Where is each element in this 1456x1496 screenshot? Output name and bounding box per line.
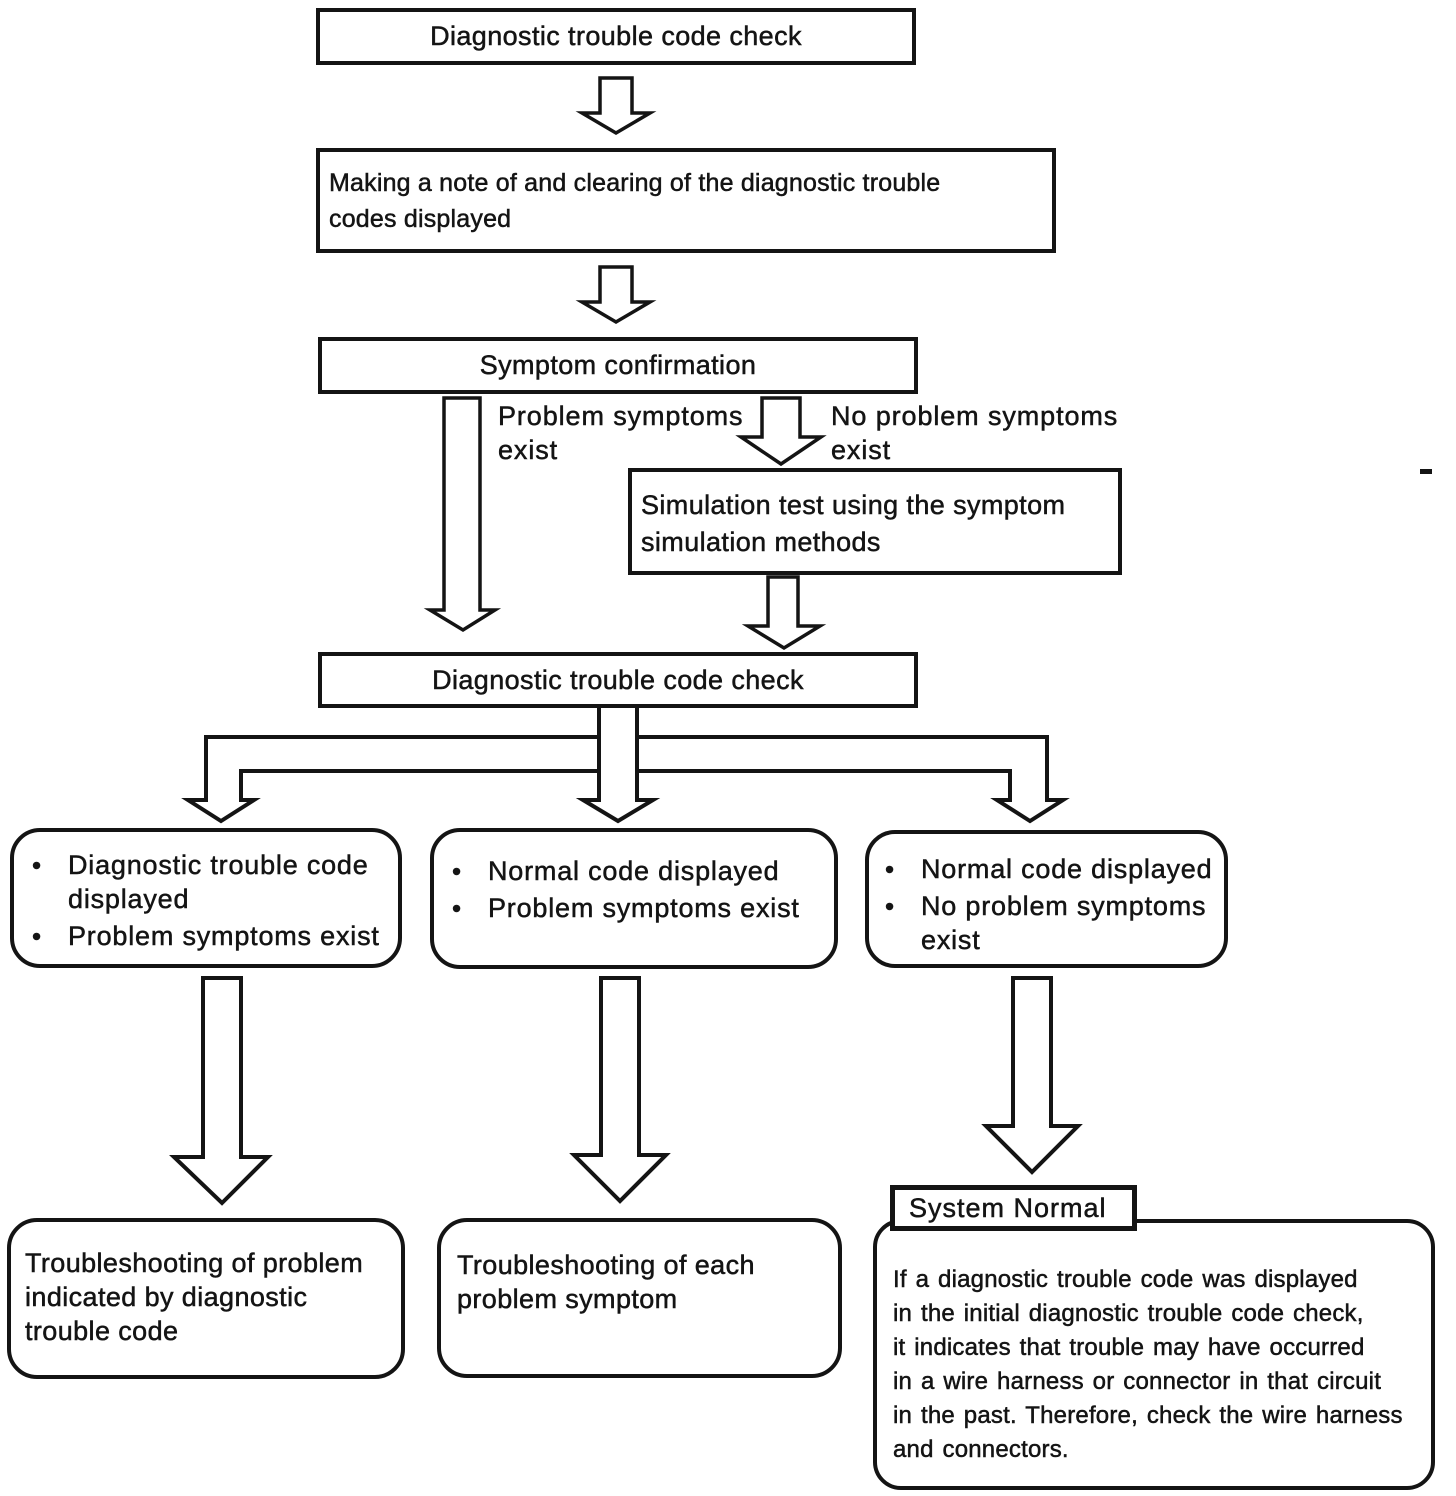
node-note-and-clear: Making a note of and clearing of the dia…	[316, 148, 1056, 253]
list-item: • Normal code displayed	[452, 854, 834, 888]
list-item-text: No problem symptoms exist	[921, 889, 1206, 957]
outcome-text-line: Troubleshooting of each	[457, 1250, 755, 1281]
edge-label-problem-symptoms-exist: Problem symptoms exist	[498, 399, 743, 467]
outcome-troubleshoot-by-code: Troubleshooting of problem indicated by …	[7, 1218, 405, 1379]
down-arrow-no-problem-branch-icon	[735, 396, 827, 467]
list-item-line: Problem symptoms exist	[68, 921, 380, 952]
node-label: Diagnostic trouble code check	[430, 21, 802, 52]
list-item: • Normal code displayed	[885, 852, 1224, 886]
outcome-text-line: in the past. Therefore, check the wire h…	[893, 1402, 1403, 1430]
long-down-arrow-left-icon	[169, 976, 273, 1206]
down-arrow-icon	[741, 575, 827, 651]
outcome-text-line: If a diagnostic trouble code was display…	[893, 1266, 1358, 1294]
outcome-text-line: trouble code	[25, 1316, 179, 1347]
down-arrow-icon	[575, 265, 657, 325]
three-way-branch-center-stem	[575, 704, 661, 824]
node-simulation-test: Simulation test using the symptom simula…	[628, 468, 1122, 575]
outcome-text-line: problem symptom	[457, 1284, 678, 1315]
bullet-list: • Normal code displayed • No problem sym…	[885, 852, 1224, 957]
down-arrow-icon	[575, 76, 657, 136]
outcome-system-normal-note: If a diagnostic trouble code was display…	[873, 1219, 1435, 1490]
list-item-text: Problem symptoms exist	[68, 919, 380, 953]
edge-label-line: exist	[831, 435, 892, 466]
bullet-icon: •	[885, 854, 895, 885]
bullet-icon: •	[885, 891, 895, 922]
down-arrow-problem-branch-icon	[423, 396, 502, 633]
long-down-arrow-middle-icon	[569, 976, 671, 1204]
list-item: • Problem symptoms exist	[452, 891, 834, 925]
result-card-normal-code-symptoms-exist: • Normal code displayed • Problem sympto…	[430, 828, 838, 969]
bullet-list: • Diagnostic trouble code displayed • Pr…	[32, 848, 398, 953]
bullet-icon: •	[452, 893, 462, 924]
list-item-text: Normal code displayed	[488, 854, 779, 888]
result-card-normal-code-no-symptoms: • Normal code displayed • No problem sym…	[865, 830, 1228, 968]
list-item: • No problem symptoms exist	[885, 889, 1224, 957]
bullet-icon: •	[452, 856, 462, 887]
outcome-text-line: indicated by diagnostic	[25, 1282, 308, 1313]
node-dtc-check-top: Diagnostic trouble code check	[316, 8, 916, 65]
list-item-line: Diagnostic trouble code	[68, 850, 369, 881]
edge-label-line: Problem symptoms	[498, 401, 744, 432]
outcome-text-line: in a wire harness or connector in that c…	[893, 1368, 1382, 1396]
outcome-text-line: it indicates that trouble may have occur…	[893, 1334, 1365, 1362]
node-label: Symptom confirmation	[479, 350, 757, 381]
bullet-icon: •	[32, 921, 42, 952]
system-normal-title: System Normal	[909, 1192, 1107, 1223]
list-item-line: Problem symptoms exist	[488, 893, 800, 924]
node-text-line: Making a note of and clearing of the dia…	[329, 169, 941, 198]
three-way-branch-connector	[181, 735, 1070, 824]
list-item-line: exist	[921, 925, 981, 956]
outcome-text-line: Troubleshooting of problem	[25, 1248, 364, 1279]
list-item: • Diagnostic trouble code displayed	[32, 848, 398, 916]
bullet-list: • Normal code displayed • Problem sympto…	[452, 854, 834, 925]
edge-label-line: No problem symptoms	[831, 401, 1119, 432]
node-text-line: Simulation test using the symptom	[641, 490, 1066, 521]
bullet-icon: •	[32, 850, 42, 881]
list-item-text: Normal code displayed	[921, 852, 1212, 886]
list-item-line: Normal code displayed	[488, 856, 780, 887]
outcome-text-line: and connectors.	[893, 1436, 1069, 1464]
list-item-text: Diagnostic trouble code displayed	[68, 848, 369, 916]
node-text-line: codes displayed	[329, 205, 512, 234]
node-dtc-check-second: Diagnostic trouble code check	[318, 652, 918, 708]
system-normal-header: System Normal	[890, 1185, 1137, 1231]
node-label: Diagnostic trouble code check	[432, 664, 804, 695]
list-item-line: Normal code displayed	[921, 854, 1213, 885]
list-item: • Problem symptoms exist	[32, 919, 398, 953]
edge-label-line: exist	[498, 435, 559, 466]
node-text-line: simulation methods	[641, 527, 881, 558]
node-symptom-confirmation: Symptom confirmation	[318, 337, 918, 394]
list-item-line: displayed	[68, 884, 190, 915]
scan-artifact-dash	[1420, 469, 1432, 474]
list-item-line: No problem symptoms	[921, 891, 1207, 922]
list-item-text: Problem symptoms exist	[488, 891, 800, 925]
edge-label-no-problem-symptoms-exist: No problem symptoms exist	[831, 399, 1118, 467]
result-card-code-displayed-symptoms-exist: • Diagnostic trouble code displayed • Pr…	[10, 828, 402, 968]
outcome-troubleshoot-each-symptom: Troubleshooting of each problem symptom	[437, 1218, 842, 1378]
long-down-arrow-right-icon	[981, 976, 1083, 1175]
outcome-text-line: in the initial diagnostic trouble code c…	[893, 1300, 1364, 1328]
